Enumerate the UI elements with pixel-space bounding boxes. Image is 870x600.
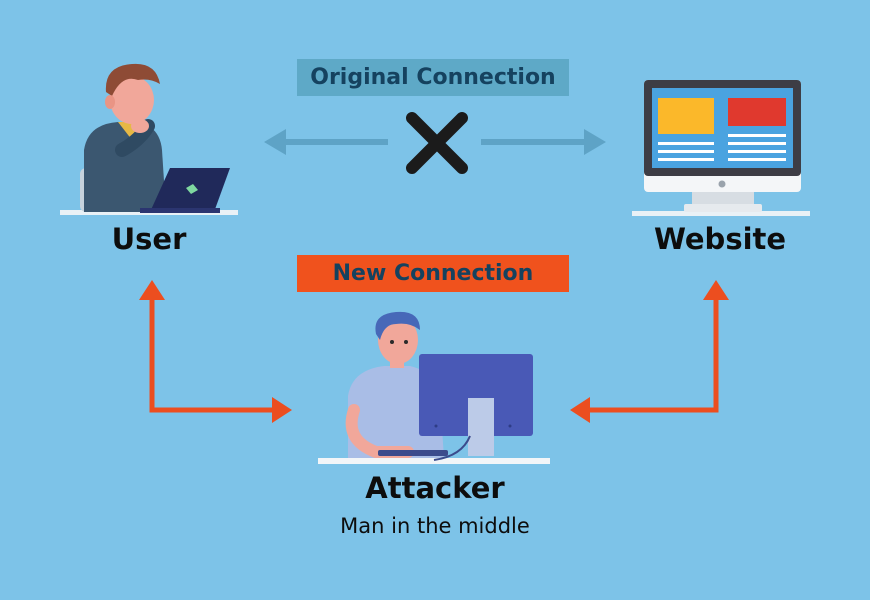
attacker-computer-icon	[318, 311, 550, 464]
new-connection-label: New Connection	[297, 255, 569, 292]
website-label: Website	[653, 222, 787, 256]
attacker-sublabel: Man in the middle	[340, 514, 530, 538]
attacker-label: Attacker	[365, 471, 505, 505]
attack-arrow-user	[139, 280, 292, 423]
cross-icon	[406, 112, 468, 174]
attack-arrow-website	[570, 280, 729, 423]
original-connection-label: Original Connection	[297, 59, 569, 96]
blocked-arrow-right	[481, 129, 606, 155]
blocked-arrow-left	[264, 129, 388, 155]
user-label: User	[111, 222, 187, 256]
monitor-icon	[632, 80, 810, 216]
user-laptop-icon	[60, 63, 238, 215]
